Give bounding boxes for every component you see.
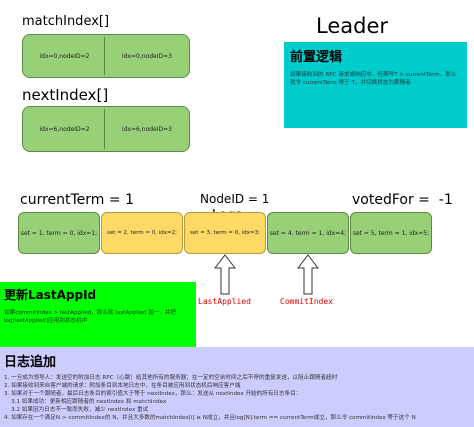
match-index-group: idx=0,nodeID=2 idx=0,nodeID=3 [22,34,190,78]
log-entry: set = 3, term = 0, idx=3; [184,212,266,254]
log-entry: set = 2, term = 0, idx=2; [101,212,183,254]
log-append-line: 2. 如果接收到来自客户端的请求：附加条目到本地日志中，在条目被应用到状态机后响… [4,383,241,389]
precondition-text: 如果接收到的 RPC 请求或响应中，任期号T > currentTerm，那么就… [290,72,457,86]
log-append-line: 3.2 如果因为日志不一致而失败，减少 nextIndex 重试 [4,407,149,413]
current-term: currentTerm = 1 [20,192,134,208]
commit-index-arrow [297,254,319,295]
last-applied-arrow [214,254,236,295]
next-index-label: nextIndex[] [22,86,109,104]
next-index-group: idx=6,nodeID=2 idx=6,nodeID=3 [22,106,190,152]
log-append-line: 3. 如果对于一个跟随者，最后日志条目的索引值大于等于 nextIndex，那么… [4,391,302,397]
node-id: NodeID = 1 [200,192,270,206]
update-last-applied-panel: 更新LastAppId 如果commitIndex > lastApplied，… [0,282,196,348]
log-entry: set = 4, term = 1, idx=4; [267,212,349,254]
log-append-line: 4. 如果存在一个满足N > commitIndex的 N，并且大多数的matc… [4,415,416,421]
log-entry: set = 1, term = 0, idx=1; [18,212,100,254]
log-append-title: 日志追加 [4,355,57,370]
voted-for: votedFor = -1 [352,192,453,208]
log-append-panel: 日志追加 1. 一旦成为领导人：发送空的附加日志 RPC（心跳）给其他所有的服务… [0,347,474,427]
update-last-applied-title: 更新LastAppId [4,288,97,302]
update-last-applied-text: 如果commitIndex > lastApplied，那么就 lastAppl… [4,310,177,324]
log-append-line: 1. 一旦成为领导人：发送空的附加日志 RPC（心跳）给其他所有的服务器；在一定… [4,375,338,381]
last-applied-label: LastApplied [198,297,251,306]
match-index-cell: idx=0,nodeID=3 [107,37,187,75]
leader-title: Leader [316,14,389,38]
precondition-title: 前置逻辑 [290,50,343,65]
precondition-panel: 前置逻辑 如果接收到的 RPC 请求或响应中，任期号T > currentTer… [284,42,467,128]
commit-index-label: CommitIndex [280,297,333,306]
match-index-label: matchIndex[] [22,14,110,29]
next-index-cell: idx=6,nodeID=3 [107,109,187,149]
match-index-cell: idx=0,nodeID=2 [25,37,105,75]
next-index-cell: idx=6,nodeID=2 [25,109,105,149]
log-entry: set = 5, term = 1, idx=5; [350,212,432,254]
log-append-line: 3.1 如果成功：更新相应跟随者的 nextIndex 和 matchIndex [4,399,167,405]
